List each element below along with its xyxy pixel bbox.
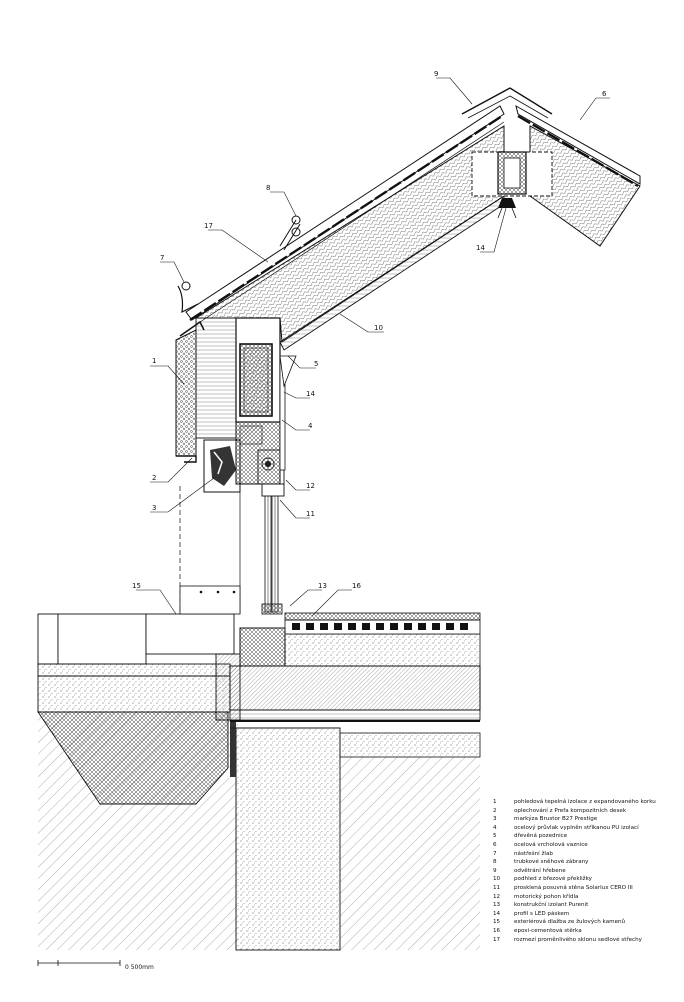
- callout-3: 3: [152, 504, 156, 512]
- floor-slab: [229, 665, 481, 711]
- legend-item: 7 nástřešní žlab: [493, 850, 683, 859]
- legend-item: 5 dřevěná pozednice: [493, 832, 683, 841]
- legend-item: 13 konstrukční izolant Purenit: [493, 901, 683, 910]
- legend-item: 10 podhled z březové překližky: [493, 875, 683, 884]
- callout-10: 10: [374, 324, 383, 332]
- legend-item: 2 oplechování z Prefa kompozitních desek: [493, 807, 683, 816]
- slab-insulation: [229, 709, 481, 721]
- legend-number: 3: [493, 816, 497, 823]
- callout-11: 11: [306, 510, 315, 518]
- legend-number: 15: [493, 919, 501, 926]
- callout-14b: 14: [306, 390, 315, 398]
- legend-text: ocelový průvlak vyplněn stříkanou PU izo…: [514, 824, 639, 831]
- legend-text: motorický pohon křídla: [514, 893, 579, 900]
- legend-text: pohledová tepelná izolace z expandovanéh…: [514, 799, 656, 805]
- legend-number: 16: [493, 927, 501, 934]
- callout-4: 4: [308, 422, 313, 430]
- callout-16: 16: [352, 582, 361, 590]
- legend-item: 9 odvětrání hřebene: [493, 867, 683, 876]
- callout-13: 13: [318, 582, 327, 590]
- legend-number: 17: [493, 936, 501, 943]
- legend-text: dřevěná pozednice: [514, 833, 568, 840]
- callout-17: 17: [204, 222, 213, 230]
- legend-text: trubkové sněhové zábrany: [514, 859, 589, 866]
- legend-item: 17 rozmezí proměnlivého sklonu sedlové st…: [493, 936, 683, 945]
- legend-text: nástřešní žlab: [514, 850, 553, 857]
- snow-guards: [279, 215, 301, 251]
- legend-text: markýza Brustor B27 Prestige: [514, 816, 598, 823]
- purenit-threshold: [239, 627, 286, 667]
- gravel-bed: [339, 732, 481, 758]
- screed: [284, 633, 481, 667]
- legend-number: 12: [493, 893, 501, 900]
- legend-text: exteriérová dlažba ze žulových kamenů: [514, 919, 626, 926]
- exterior-paving: [37, 613, 235, 677]
- ground-section: [37, 612, 481, 951]
- legend-item: 1 pohledová tepelná izolace z expandované…: [493, 798, 683, 807]
- roof-cladding-left: [185, 105, 505, 321]
- callout-1: 1: [152, 357, 156, 365]
- legend-number: 6: [493, 841, 497, 848]
- legend-text: podhled z březové překližky: [514, 876, 592, 883]
- legend-item: 15 exteriérová dlažba ze žulových kamenů: [493, 918, 683, 927]
- legend-item: 14 profil s LED páskem: [493, 910, 683, 919]
- threshold-step: [215, 653, 241, 721]
- callout-8: 8: [266, 184, 270, 192]
- legend-text: rozmezí proměnlivého sklonu sedlové stře…: [514, 936, 642, 943]
- callout-2: 2: [152, 474, 156, 482]
- callout-6: 6: [602, 90, 607, 98]
- legend-text: epoxi-cementová stěrka: [514, 927, 582, 934]
- callout-labels: 1 2 3 4 5 6 7 8 9 10 11 12 13 14 14 15 1…: [132, 70, 607, 590]
- legend-number: 10: [493, 876, 501, 883]
- legend-item: 12 motorický pohon křídla: [493, 893, 683, 902]
- legend-item: 11 prosklená posuvná stěna Solarlux CERO …: [493, 884, 683, 893]
- legend-number: 8: [493, 859, 497, 866]
- floor-heating-pipes: [292, 623, 468, 630]
- legend-number: 9: [493, 867, 497, 874]
- legend-text: odvětrání hřebene: [514, 867, 566, 874]
- legend-number: 11: [493, 884, 501, 891]
- exterior-bedding: [37, 675, 231, 713]
- legend-item: 3 markýza Brustor B27 Prestige: [493, 815, 683, 824]
- legend-number: 4: [493, 824, 497, 831]
- cork-insulation: [175, 329, 197, 457]
- legend: 1 pohledová tepelná izolace z expandované…: [493, 798, 683, 944]
- scale-label: 0 500mm: [125, 964, 154, 971]
- legend-text: oplechování z Prefa kompozitních desek: [514, 807, 627, 814]
- legend-text: ocelová vrcholová vaznice: [514, 841, 588, 848]
- legend-number: 13: [493, 902, 501, 909]
- legend-text: profil s LED páskem: [514, 910, 570, 917]
- callout-5: 5: [314, 360, 318, 368]
- legend-item: 6 ocelová vrcholová vaznice: [493, 841, 683, 850]
- legend-item: 16 epoxi-cementová stěrka: [493, 927, 683, 936]
- callout-15: 15: [132, 582, 141, 590]
- callout-12: 12: [306, 482, 315, 490]
- legend-text: prosklená posuvná stěna Solarlux CERO II…: [514, 884, 633, 891]
- legend-item: 8 trubkové sněhové zábrany: [493, 858, 683, 867]
- foundation-wall: [235, 727, 341, 951]
- timber-wall: [195, 317, 237, 439]
- roof: [177, 87, 641, 351]
- legend-number: 5: [493, 833, 497, 840]
- foundation-insulation: [230, 722, 236, 777]
- ridge-cap: [461, 87, 553, 115]
- roof-gutter: [177, 285, 199, 314]
- legend-item: 4 ocelový průvlak vyplněn stříkanou PU iz…: [493, 824, 683, 833]
- legend-number: 2: [493, 807, 497, 814]
- legend-number: 1: [493, 799, 497, 805]
- epoxy-screed: [284, 612, 481, 621]
- legend-number: 14: [493, 910, 501, 917]
- soil-right: [340, 757, 480, 950]
- callout-7: 7: [160, 254, 164, 262]
- legend-number: 7: [493, 850, 497, 857]
- callout-9: 9: [434, 70, 438, 78]
- callout-14: 14: [476, 244, 485, 252]
- callout-leaders: [136, 77, 610, 617]
- scale-bar: [37, 960, 121, 966]
- legend-text: konstrukční izolant Purenit: [514, 902, 589, 909]
